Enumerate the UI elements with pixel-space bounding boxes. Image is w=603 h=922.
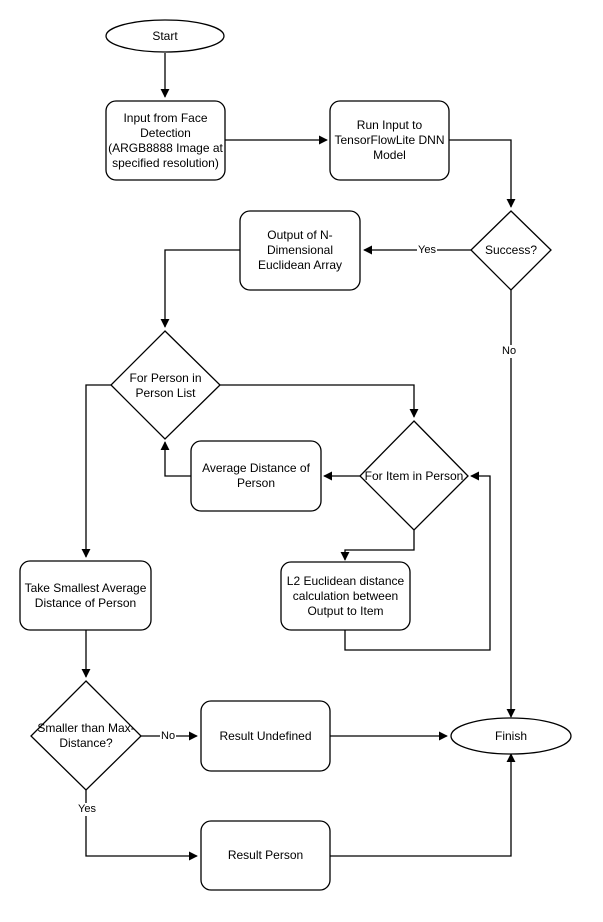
smaller-than-max-shape [30,680,142,791]
edge-for-item-to-l2 [340,530,415,561]
yes-success-label: Yes [417,244,437,257]
shapes [19,19,572,891]
run-input-shape [329,100,450,181]
start-shape [105,19,225,53]
finish-label: Finish [494,728,527,743]
edge-average-to-for-person [160,441,191,477]
no-smaller-label: No [160,730,177,743]
output-array-shape [239,210,361,291]
for-person-label: For Person in Person List [129,371,202,400]
start-label: Start [152,28,178,43]
edge-output-to-for-person [160,249,240,328]
result-undefined-label: Result Undefined [219,728,312,743]
result-person-shape [200,820,331,891]
edge-smaller-yes-to-result-person [85,790,198,861]
output-array-label: Output of N- Dimensional Euclidean Array [257,228,343,272]
take-smallest-label: Take Smallest Average Distance of Person [24,580,147,610]
edge-l2-loop-to-for-item [344,471,491,651]
no-success-label: No [501,345,518,358]
result-person-label: Result Person [227,848,304,862]
finish-shape [450,717,572,755]
edge-result-person-to-finish [330,753,516,857]
input-face-label: Input from Face Detection (ARGB8888 Imag… [108,110,223,170]
edge-for-person-to-take-smallest [81,384,111,558]
take-smallest-shape [19,560,152,631]
l2-distance-shape [280,561,411,631]
for-person-shape [110,330,221,440]
success-shape [470,210,552,291]
success-label: Success? [484,242,538,257]
run-input-label: Run Input to TensorFlowLite DNN Model [334,118,445,162]
edge-for-person-to-for-item [220,384,419,418]
average-distance-label: Average Distance of Person [202,461,310,490]
l2-distance-label: L2 Euclidean distance calculation betwee… [286,573,405,618]
for-item-label: For Item in Person [364,468,464,483]
yes-smaller-label: Yes [77,803,97,816]
average-distance-shape [190,440,322,512]
for-item-shape [359,420,469,531]
edge-run-to-success [449,139,516,208]
input-face-shape [105,100,226,181]
smaller-than-max-label: Smaller than Max- Distance? [37,721,135,750]
result-undefined-shape [200,700,331,772]
